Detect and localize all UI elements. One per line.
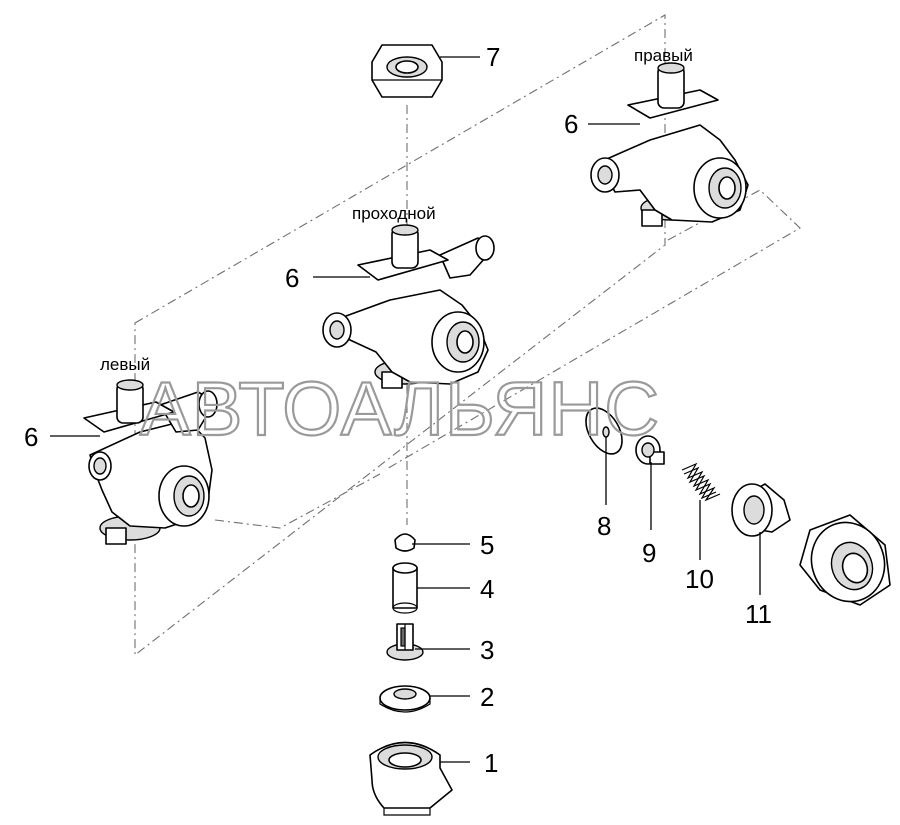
part-3-stem xyxy=(386,623,424,661)
callout-4: 4 xyxy=(480,574,494,604)
caption-right: правый xyxy=(634,46,693,65)
callout-3: 3 xyxy=(480,635,494,665)
part-4-sleeve xyxy=(392,562,418,614)
callout-9: 9 xyxy=(642,538,656,568)
valve-left xyxy=(83,379,218,545)
part-1-cap-nut xyxy=(369,741,453,816)
callout-8: 8 xyxy=(597,511,611,541)
callout-6-right: 6 xyxy=(564,109,578,139)
part-7-nut xyxy=(371,44,443,98)
callout-6-left: 6 xyxy=(24,422,38,452)
callout-2: 2 xyxy=(480,682,494,712)
part-9-plug xyxy=(635,435,665,465)
valve-middle xyxy=(322,224,495,389)
large-cap-nut xyxy=(799,514,891,606)
callout-1: 1 xyxy=(484,748,498,778)
callout-leaders xyxy=(50,56,761,763)
caption-left: левый xyxy=(100,355,150,374)
part-8-disc xyxy=(585,407,623,455)
valve-right xyxy=(590,62,749,227)
part-11-bushing xyxy=(731,483,791,537)
part-2-washer xyxy=(379,685,431,713)
watermark-text: АВТОАЛЬЯНС xyxy=(140,367,660,452)
part-5-cap xyxy=(394,533,416,552)
caption-middle: проходной xyxy=(352,204,436,223)
part-10-spring xyxy=(681,462,721,502)
callout-6-middle: 6 xyxy=(285,263,299,293)
callout-10: 10 xyxy=(685,564,714,594)
callout-11: 11 xyxy=(745,599,772,629)
callout-7: 7 xyxy=(486,42,500,72)
callout-5: 5 xyxy=(480,530,494,560)
